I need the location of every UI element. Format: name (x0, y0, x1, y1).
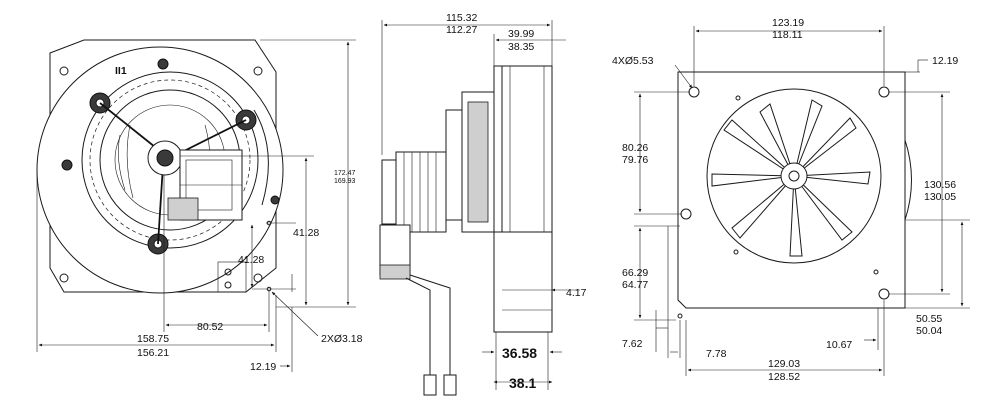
plate-hole (59, 66, 69, 76)
front-screw (61, 159, 73, 171)
dim-edge-label: 12.19 (250, 361, 276, 373)
impeller-blades (711, 99, 871, 257)
dim-small-b-label: 7.78 (706, 348, 727, 360)
front-screw (270, 195, 280, 205)
dim-small-c-label: 10.67 (826, 339, 852, 351)
dim-bottom-span-a: 129.03 (768, 358, 800, 370)
dim-hole-offset-label: 80.52 (197, 321, 223, 333)
front-screw (157, 58, 169, 70)
wire-terminal (423, 374, 437, 396)
wire (405, 277, 431, 375)
hole-plate (217, 261, 247, 293)
dim-top-span-b: 118.11 (772, 29, 803, 41)
leader-holes (271, 291, 319, 337)
front-logo: II1 (115, 65, 127, 77)
dim-top-span-a: 123.19 (772, 17, 804, 29)
dim-shaft-height-label: 41.28 (293, 227, 319, 239)
front-view: II1 172.47 169.93 41.28 41.28 80.52 158. (36, 39, 363, 373)
dim-outlet-a-label: 36.58 (502, 345, 537, 361)
front-ring-dashed (89, 79, 251, 241)
dim-hole-height-label: 41.28 (238, 254, 264, 266)
dim-outlet-b-label: 38.1 (509, 375, 536, 391)
dim-outlet-gap-label: 4.17 (566, 287, 587, 299)
dim-depth-b: 112.27 (446, 24, 477, 36)
dim-bottom-right-b: 50.04 (916, 325, 942, 337)
wire (409, 274, 451, 375)
back-small-hole (873, 269, 879, 275)
dim-depth-a: 115.32 (446, 12, 477, 24)
plate-hole (253, 273, 263, 283)
dim-bottom-span-b: 128.52 (768, 371, 800, 383)
side-view: 115.32 112.27 39.99 38.35 4.17 36.58 38.… (379, 12, 587, 396)
vent-slot (126, 124, 134, 199)
hole-small (224, 281, 232, 289)
dim-width-a: 158.75 (137, 333, 169, 345)
front-ring-outer (81, 71, 259, 249)
dim-mount-holes-label: 4XØ5.53 (612, 55, 654, 67)
motor-bracket (167, 197, 199, 221)
dim-overall-height-b: 169.93 (334, 178, 356, 185)
dim-lower-left-a: 66.29 (622, 267, 648, 279)
dim-right-span-a: 130.56 (924, 179, 956, 191)
front-mounting-plate (49, 39, 277, 293)
hole-small (224, 268, 232, 276)
dim-small-a-label: 7.62 (622, 338, 643, 350)
wire-terminal (443, 374, 457, 396)
dim-left-span-b: 79.76 (622, 154, 648, 166)
side-outlet (493, 231, 553, 333)
dim-top-offset-label: 12.19 (932, 55, 958, 67)
front-scroll-edge (253, 109, 269, 206)
dim-holes-label: 2XØ3.18 (321, 333, 363, 345)
dim-flange-b: 38.35 (508, 41, 534, 53)
shaft (156, 149, 174, 167)
back-small-hole (677, 313, 683, 319)
vent-slot (118, 134, 126, 191)
impeller-shaft (788, 170, 800, 182)
dim-width-b: 156.21 (137, 347, 169, 359)
bracket-arm (157, 164, 164, 245)
dim-lower-left-b: 64.77 (622, 279, 648, 291)
side-motor-detail (467, 101, 489, 223)
side-housing (501, 65, 553, 233)
impeller-hub (780, 162, 808, 190)
plate-hole (59, 273, 69, 283)
back-bulge (904, 139, 912, 221)
back-view: 123.19 118.11 4XØ5.53 12.19 80.26 79.76 … (612, 17, 970, 383)
side-endcap (381, 159, 397, 225)
dim-right-span-b: 130.05 (924, 191, 956, 203)
back-small-hole (735, 95, 741, 101)
side-stator (395, 151, 447, 233)
side-bearing (445, 109, 463, 221)
dim-flange-a: 39.99 (508, 28, 534, 40)
dim-overall-height-a: 172.47 (334, 170, 356, 177)
side-connector (379, 264, 411, 280)
dim-bottom-right-a: 50.55 (916, 313, 942, 325)
back-small-hole (733, 249, 739, 255)
leader-mount-holes (674, 64, 693, 89)
plate-hole (253, 66, 263, 76)
dim-left-span-a: 80.26 (622, 142, 648, 154)
